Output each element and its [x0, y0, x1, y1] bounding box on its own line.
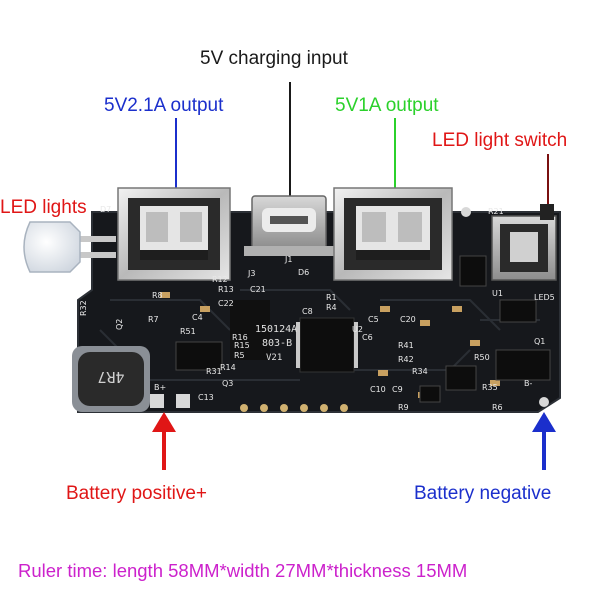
ref-d7: D7 — [100, 205, 111, 214]
ref-r34: R34 — [412, 367, 428, 376]
ref-j1: J1 — [284, 255, 292, 264]
ref-r7: R7 — [148, 315, 159, 324]
chip-marking-3: V21 — [266, 353, 282, 363]
ref-r16: R16 — [232, 333, 248, 342]
label-led-switch: LED light switch — [432, 130, 568, 151]
led-switch — [491, 204, 557, 281]
inductor: 4R7 — [72, 346, 150, 412]
label-charging-input: 5V charging input — [200, 48, 348, 69]
ref-led5: LED5 — [534, 293, 555, 302]
ref-r14: R14 — [220, 363, 236, 372]
silkscreen-refs: J3 J1 D6 C21 C22 C8 R1 R4 C5 C20 U2 C6 R… — [79, 205, 555, 412]
ref-r50: R50 — [474, 353, 490, 362]
led-bulb — [23, 221, 116, 273]
ref-c4: C4 — [192, 313, 203, 322]
label-ruler: Ruler time: length 58MM*width 27MM*thick… — [18, 560, 468, 581]
inductor-marking: 4R7 — [97, 368, 124, 386]
ref-r6: R6 — [492, 403, 503, 412]
chip-marking-2: 803-B — [262, 338, 292, 349]
ref-q1: Q1 — [534, 337, 545, 346]
main-ic: 150124A 803-B V21 — [230, 300, 358, 373]
ref-r5: R5 — [234, 351, 245, 360]
ref-j3: J3 — [247, 269, 255, 278]
ref-u1: U1 — [492, 289, 503, 298]
ref-r4: R4 — [326, 303, 337, 312]
ref-r8: R8 — [152, 291, 163, 300]
ref-r12: R12 — [212, 275, 228, 284]
ref-c8: C8 — [302, 307, 313, 316]
ref-r21: R21 — [488, 207, 504, 216]
ref-c6: C6 — [362, 333, 373, 342]
ref-r32: R32 — [79, 300, 88, 316]
ref-c13: C13 — [198, 393, 214, 402]
chip-marking-1: 150124A — [255, 324, 297, 335]
label-battery-positive: Battery positive+ — [66, 483, 207, 504]
ref-q3: Q3 — [222, 379, 233, 388]
ref-b-minus: B- — [524, 379, 532, 388]
ref-c9: C9 — [392, 385, 403, 394]
ref-c10: C10 — [370, 385, 386, 394]
header-pads — [240, 404, 348, 412]
usb-port-1a — [333, 187, 453, 281]
smd-ics — [175, 255, 551, 403]
ref-u2: U2 — [352, 325, 363, 334]
ref-r9: R9 — [398, 403, 409, 412]
ref-c5: C5 — [368, 315, 379, 324]
label-led-lights: LED lights — [0, 197, 87, 218]
ref-r51: R51 — [180, 327, 196, 336]
battery-positive-arrow — [152, 412, 176, 470]
label-battery-negative: Battery negative — [414, 483, 552, 504]
usb-port-2a1 — [117, 187, 231, 281]
micro-usb-port — [244, 195, 334, 256]
ref-r42: R42 — [398, 355, 414, 364]
ref-c22: C22 — [218, 299, 234, 308]
ref-c20: C20 — [400, 315, 416, 324]
battery-negative-arrow — [532, 412, 556, 470]
ref-r13: R13 — [218, 285, 234, 294]
solder-points — [150, 207, 549, 408]
ref-r41: R41 — [398, 341, 414, 350]
ref-r1: R1 — [326, 293, 337, 302]
ref-c21: C21 — [250, 285, 266, 294]
label-output-21a: 5V2.1A output — [104, 95, 224, 116]
ref-q2: Q2 — [115, 319, 124, 330]
ref-r15: R15 — [234, 341, 250, 350]
ref-d6: D6 — [298, 268, 309, 277]
label-output-1a: 5V1A output — [335, 95, 439, 116]
ref-b-plus: B+ — [154, 383, 166, 392]
ref-r35: R35 — [482, 383, 498, 392]
ref-r31: R31 — [206, 367, 222, 376]
